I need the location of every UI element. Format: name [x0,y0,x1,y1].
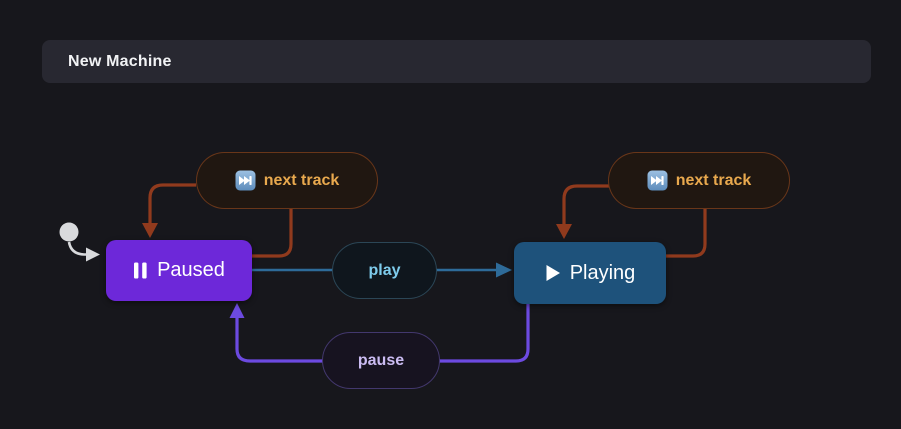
state-label: Playing [569,261,636,284]
initial-state-dot [59,222,79,242]
state-node-playing[interactable]: Playing [514,242,666,304]
machine-title: New Machine [68,52,172,70]
play-icon [545,264,561,282]
arrowhead-pause [229,303,245,318]
state-label: Paused [157,259,225,281]
pause-icon [133,262,148,279]
next-track-icon [647,170,668,191]
event-label: play [368,261,401,279]
event-pill-next-track-paused[interactable]: next track [196,152,378,209]
event-pill-play[interactable]: play [332,242,437,299]
arrowhead-next-track-paused [142,223,158,238]
arrowhead-next-track-playing [556,224,572,239]
initial-state-arrow [67,241,87,256]
event-label: next track [263,171,340,189]
machine-name-bar[interactable]: New Machine [42,40,871,83]
event-pill-pause[interactable]: pause [322,332,440,389]
initial-state-arrowhead [86,247,100,262]
next-track-icon [235,170,256,191]
edge-next-track-playing [556,184,707,258]
event-pill-next-track-playing[interactable]: next track [608,152,790,209]
event-label: next track [675,171,752,189]
initial-state-marker[interactable] [59,222,101,262]
edge-next-track-paused [142,183,293,258]
event-label: pause [357,351,405,369]
arrowhead-play [496,262,512,278]
state-node-paused[interactable]: Paused [106,240,252,301]
